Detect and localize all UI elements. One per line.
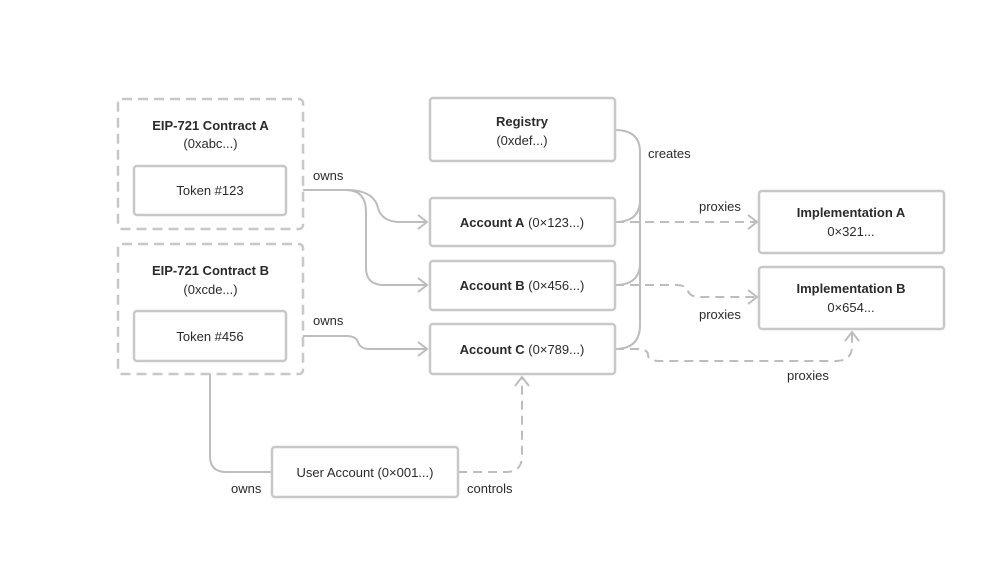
account-c-text: Account C (0×789...) [460, 342, 585, 357]
token-123-node[interactable] [132, 164, 288, 217]
token-456-node[interactable] [132, 309, 288, 363]
account-c-address: (0×789...) [528, 342, 584, 357]
label-owns-a: owns [313, 168, 344, 183]
account-a-name: Account A [460, 215, 525, 230]
arrowhead-impl-b-up [844, 330, 860, 342]
edge-registry-creates [614, 129, 641, 350]
edge-owns-token456-account-c [286, 335, 426, 350]
arrowhead-account-c [417, 341, 429, 357]
account-b-name: Account B [460, 278, 525, 293]
edge-creates-account-a [614, 199, 641, 223]
account-c-node[interactable] [428, 322, 617, 376]
edge-owns-token123-account-a [286, 189, 426, 223]
label-user-owns: owns [231, 481, 262, 496]
token-123-label: Token #123 [176, 183, 243, 198]
edge-user-owns-token456 [209, 364, 272, 473]
label-proxies-c: proxies [787, 368, 829, 383]
implementation-b-node[interactable] [757, 265, 946, 331]
contract-b-title: EIP-721 Contract B [152, 263, 269, 278]
edge-user-controls-account-c [458, 378, 523, 473]
account-a-text: Account A (0×123...) [460, 215, 584, 230]
user-account-node[interactable] [270, 445, 460, 499]
arrowhead-account-c-up [514, 375, 530, 387]
arrowhead-account-a [417, 214, 429, 230]
label-proxies-a: proxies [699, 199, 741, 214]
arrowhead-account-b [417, 277, 429, 293]
label-user-controls: controls [467, 481, 513, 496]
account-a-address: (0×123...) [528, 215, 584, 230]
contract-b-address: (0xcde...) [183, 282, 237, 297]
edge-owns-token123-account-b [345, 189, 426, 286]
label-owns-b: owns [313, 313, 344, 328]
contract-a-address: (0xabc...) [183, 136, 237, 151]
implementation-b-address: 0×654... [827, 300, 874, 315]
account-a-node[interactable] [428, 196, 617, 248]
implementation-a-address: 0×321... [827, 224, 874, 239]
contract-a-title: EIP-721 Contract A [152, 118, 269, 133]
account-b-node[interactable] [428, 259, 617, 312]
edge-proxies-account-c [615, 333, 853, 362]
registry-address: (0xdef...) [496, 133, 547, 148]
registry-title: Registry [496, 114, 549, 129]
account-b-text: Account B (0×456...) [460, 278, 585, 293]
registry-node[interactable] [428, 96, 617, 163]
implementation-b-title: Implementation B [796, 281, 905, 296]
implementation-a-node[interactable] [757, 189, 946, 255]
edge-creates-account-b [614, 262, 641, 286]
token-456-label: Token #456 [176, 329, 243, 344]
edge-proxies-account-b [615, 284, 756, 298]
arrowhead-impl-b [747, 289, 759, 305]
implementation-a-title: Implementation A [797, 205, 906, 220]
label-creates: creates [648, 146, 691, 161]
user-account-label: User Account (0×001...) [297, 465, 434, 480]
label-proxies-b: proxies [699, 307, 741, 322]
account-c-name: Account C [460, 342, 526, 357]
account-b-address: (0×456...) [528, 278, 584, 293]
arrowhead-impl-a [747, 214, 759, 230]
